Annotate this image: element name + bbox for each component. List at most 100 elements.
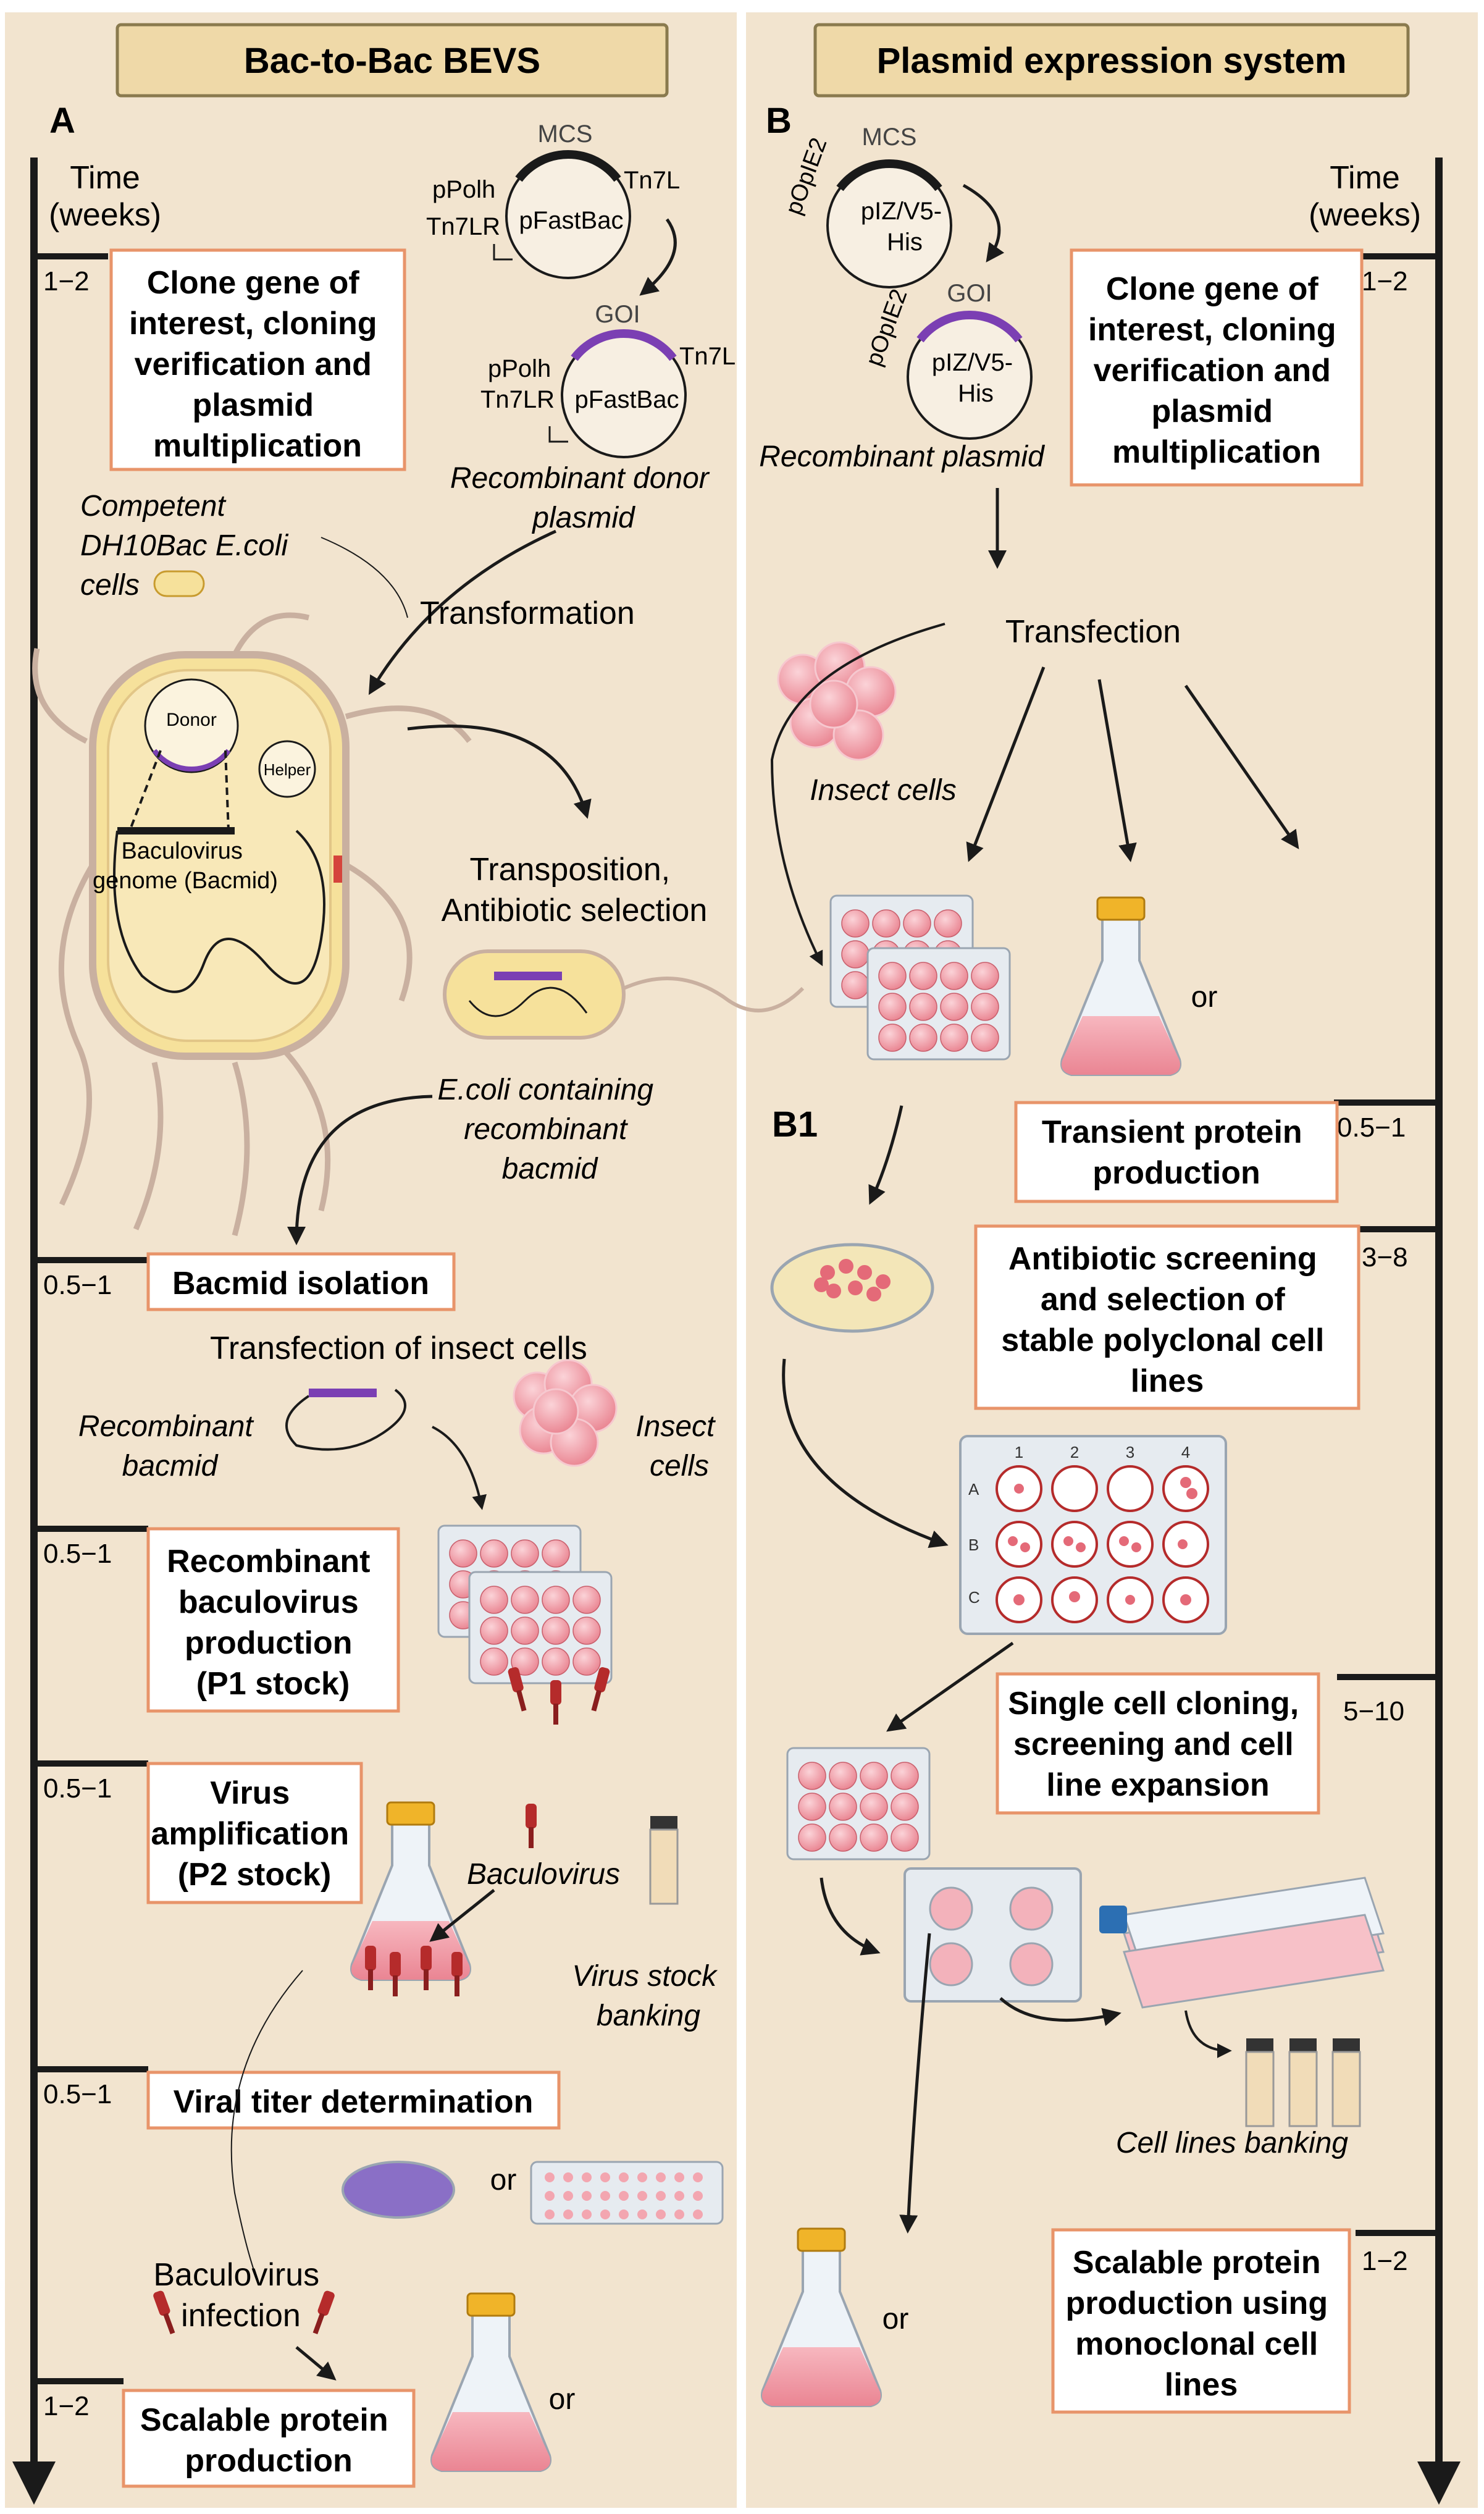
right-plasmid-arrow xyxy=(962,183,1005,263)
transposition-label: Transposition, Antibiotic selection xyxy=(442,852,708,928)
baculovirus-arrow xyxy=(429,1889,495,1942)
left-timeline-arrowhead xyxy=(12,2461,56,2505)
left-box-p1 xyxy=(146,1527,400,1713)
selection-plate-colonies xyxy=(1008,1477,1197,1605)
svg-text:1: 1 xyxy=(1015,1443,1023,1461)
banking-vial-3 xyxy=(1331,2037,1361,2127)
recombinant-ecoli-flagella xyxy=(623,977,805,1012)
svg-text:3: 3 xyxy=(1126,1443,1134,1461)
plate-to-dish-arrow xyxy=(868,1105,903,1205)
selection-plate-col-labels: 1 2 3 4 xyxy=(1015,1443,1190,1461)
right-box-clone xyxy=(1070,248,1364,487)
right-box-antibiotic xyxy=(974,1224,1360,1410)
helper-label: Helper xyxy=(264,760,311,779)
selection-plate-row-labels: A B C xyxy=(968,1480,980,1607)
plaque-dish-icon xyxy=(342,2161,455,2219)
banking-vial-1 xyxy=(1245,2037,1275,2127)
96-well-pattern xyxy=(545,2172,703,2219)
transfection-arrow-2 xyxy=(1097,679,1137,862)
left-box-p2-text: Virus amplification (P2 stock) xyxy=(151,1775,358,1893)
transient-plate-front xyxy=(866,947,1011,1061)
left-header-title: Bac-to-Bac BEVS xyxy=(244,41,540,81)
cells-to-plate-line xyxy=(770,623,945,967)
right-plasmid2-goi: GOI xyxy=(947,280,992,307)
right-or-label-1: or xyxy=(1191,981,1218,1014)
right-plasmid2-name: pIZ/V5- His xyxy=(932,349,1020,407)
donor-label: Donor xyxy=(166,710,217,730)
panel-label-b1: B1 xyxy=(772,1104,818,1145)
svg-text:2: 2 xyxy=(1070,1443,1079,1461)
right-timeline-arrowhead xyxy=(1417,2461,1461,2505)
insect-cells-label-right: Insect cells xyxy=(810,774,956,807)
left-box-titer xyxy=(146,2070,561,2130)
to-scalable-arrow xyxy=(899,1933,931,2234)
right-box-single xyxy=(996,1672,1320,1815)
right-time-units: (weeks) xyxy=(1309,197,1421,233)
transposition-arrow xyxy=(407,725,592,819)
cell-lines-banking-label: Cell lines banking xyxy=(1116,2127,1349,2159)
plasmid2-tn7lr-line xyxy=(548,426,568,443)
plasmid1-to-plasmid2-arrow xyxy=(639,218,677,296)
or-label-2: or xyxy=(549,2383,576,2416)
left-tick-1-label: 1−2 xyxy=(43,266,90,296)
expansion-to-6well-arrow xyxy=(820,1877,881,1956)
plasmid2-name: pFastBac xyxy=(575,386,679,413)
plasmid1-name: pFastBac xyxy=(519,207,624,234)
left-time-label: Time xyxy=(70,160,140,196)
bacmid-to-plate-arrow xyxy=(432,1426,487,1510)
insertion-dash-2 xyxy=(224,750,230,831)
p1-plate-front xyxy=(468,1571,613,1684)
right-tick-2-label: 0.5−1 xyxy=(1337,1112,1406,1143)
right-box-transient-text: Transient protein production xyxy=(1042,1114,1311,1191)
right-box-scalable-text: Scalable protein production using monocl… xyxy=(1065,2245,1336,2403)
helper-plasmid-icon xyxy=(258,740,316,798)
ecoli-cell-icon xyxy=(153,570,205,597)
mcs-arc xyxy=(515,150,621,182)
competent-to-cell-line xyxy=(321,537,408,618)
left-box-bacmid xyxy=(146,1252,456,1311)
right-box-antibiotic-text: Antibiotic screening and selection of st… xyxy=(1001,1241,1333,1399)
recombinant-donor-label: Recombinant donor plasmid xyxy=(450,462,717,534)
dish-to-plate-arrow xyxy=(782,1358,949,1549)
transfection-arrow-3 xyxy=(1184,684,1299,849)
insect-cells-cluster-left xyxy=(513,1359,618,1467)
left-tick-5-label: 0.5−1 xyxy=(43,2079,112,2109)
svg-text:B: B xyxy=(968,1536,979,1554)
left-tick-3-label: 0.5−1 xyxy=(43,1539,112,1569)
plasmid1-mcs-label: MCS xyxy=(538,120,593,148)
flask-to-banking-arrow xyxy=(1184,2010,1232,2058)
left-header-box xyxy=(115,23,669,98)
infection-curve xyxy=(230,1970,303,2286)
left-tick-6-label: 1−2 xyxy=(43,2391,90,2421)
expansion-plate xyxy=(786,1747,931,1860)
competent-cells-label: Competent DH10Bac E.coli cells xyxy=(80,490,296,602)
ecoli-containing-label: E.coli containing recombinant bacmid xyxy=(438,1074,662,1185)
colonies xyxy=(814,1259,891,1301)
donor-goi-arc xyxy=(152,749,231,771)
recombinant-ecoli-dna xyxy=(468,986,588,1017)
right-box-scalable xyxy=(1051,2228,1351,2414)
right-box-single-text: Single cell cloning, screening and cell … xyxy=(1008,1686,1307,1803)
right-goi-arc xyxy=(916,311,1023,343)
virus-stock-label: Virus stock banking xyxy=(572,1960,724,2032)
right-plasmid1-mcs: MCS xyxy=(862,124,917,151)
left-tick-4-label: 0.5−1 xyxy=(43,1773,112,1804)
right-tick-1-label: 1−2 xyxy=(1362,266,1408,296)
left-box-clone xyxy=(109,248,406,471)
transfection-insect-label: Transfection of insect cells xyxy=(210,1331,587,1366)
recombinant-ecoli-icon xyxy=(443,949,626,1040)
right-time-label: Time xyxy=(1330,160,1400,196)
ecoli-flagella xyxy=(32,612,472,1237)
plasmid2-tn7lr: Tn7LR xyxy=(480,386,555,413)
left-box-clone-text: Clone gene of interest, cloning verifica… xyxy=(129,265,386,464)
plasmid1-tn7lr-line xyxy=(493,244,513,261)
or-label-1: or xyxy=(490,2164,517,2197)
right-header-box xyxy=(813,23,1410,98)
plasmid2-ppolh: pPolh xyxy=(488,355,551,382)
6-well-wells xyxy=(929,1886,1054,1986)
6-well-plate xyxy=(903,1867,1082,2003)
6well-to-flask-arrow xyxy=(999,1997,1121,2027)
svg-text:4: 4 xyxy=(1181,1443,1190,1461)
left-box-scalable xyxy=(122,2389,416,2488)
left-time-units: (weeks) xyxy=(49,197,161,233)
